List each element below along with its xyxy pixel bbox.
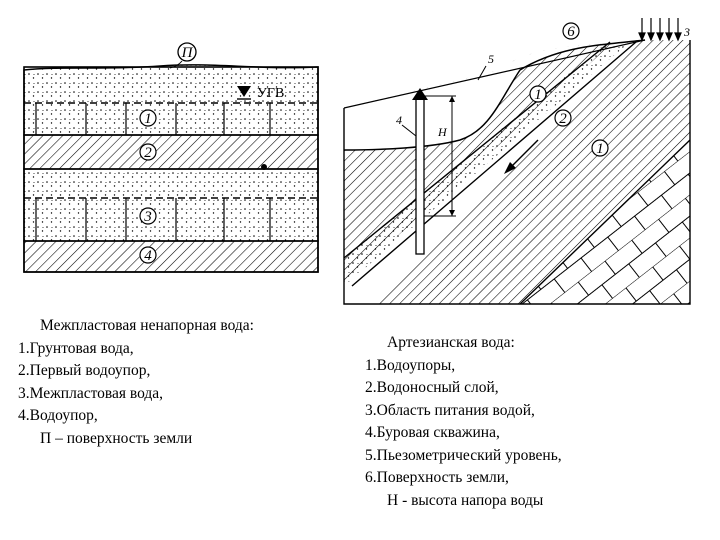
legend-left-title: Межпластовая ненапорная вода: [40, 317, 254, 334]
left-diagram: П УГВ 1 2 3 4 [23, 42, 319, 273]
legend-left-item: 1.Грунтовая вода, [18, 339, 134, 357]
layer-1-joints [35, 103, 271, 135]
head-label: H [437, 125, 448, 139]
legend-right-item: 3.Область питания водой, [365, 401, 535, 419]
surface-marker-label: П [181, 45, 194, 61]
marker-2: 2 [144, 145, 152, 161]
layer-markers: 1 2 3 4 [139, 109, 157, 264]
recharge-arrows [638, 18, 682, 42]
layer-interstratal-water [23, 168, 319, 242]
surface-marker [177, 42, 197, 62]
ground-surface [343, 39, 646, 151]
marker-1: 1 [144, 111, 152, 127]
right-diagram: H 4 6 3 5 1 2 1 [343, 18, 691, 305]
legend-right: Артезианская вода: 1.Водоупоры, 2.Водоно… [365, 332, 562, 512]
borehole-marker: 4 [396, 113, 402, 127]
legend-left: Межпластовая ненапорная вода: 1.Грунтова… [18, 315, 254, 450]
water-table-triangle-icon [237, 86, 251, 97]
legend-left-item: 3.Межпластовая вода, [18, 384, 164, 402]
piezometric-marker: 5 [488, 52, 494, 66]
legend-right-item: 2.Водоносный слой, [365, 379, 499, 396]
piezometric-line [343, 39, 646, 109]
legend-right-title: Артезианская вода: [387, 334, 515, 351]
legend-right-item: 4.Буровая скважина, [365, 424, 500, 441]
borehole [415, 95, 425, 255]
aquitard-lower-marker: 1 [596, 141, 604, 157]
layer-first-aquitard [23, 134, 319, 170]
legend-left-note: П – поверхность земли [40, 429, 193, 447]
legend-right-item: 5.Пьезометрический уровень, [365, 446, 562, 464]
layer-3-joints [35, 198, 271, 241]
layer-aquitard [23, 240, 319, 273]
marker-3: 3 [143, 209, 152, 225]
surface-marker-right: 6 [567, 24, 575, 40]
legend-left-item: 2.Первый водоупор, [18, 362, 151, 379]
aquitard-upper-marker: 1 [534, 87, 542, 103]
legend-right-item: 6.Поверхность земли, [365, 469, 509, 486]
legend-right-item: 1.Водоупоры, [365, 356, 456, 374]
legend-right-note: Н - высота напора воды [387, 491, 544, 509]
recharge-marker: 3 [683, 25, 690, 39]
aquifer-marker: 2 [559, 111, 567, 127]
legend-left-item: 4.Водоупор, [18, 407, 98, 424]
marker-4: 4 [144, 248, 152, 264]
water-table-label: УГВ [257, 86, 284, 101]
